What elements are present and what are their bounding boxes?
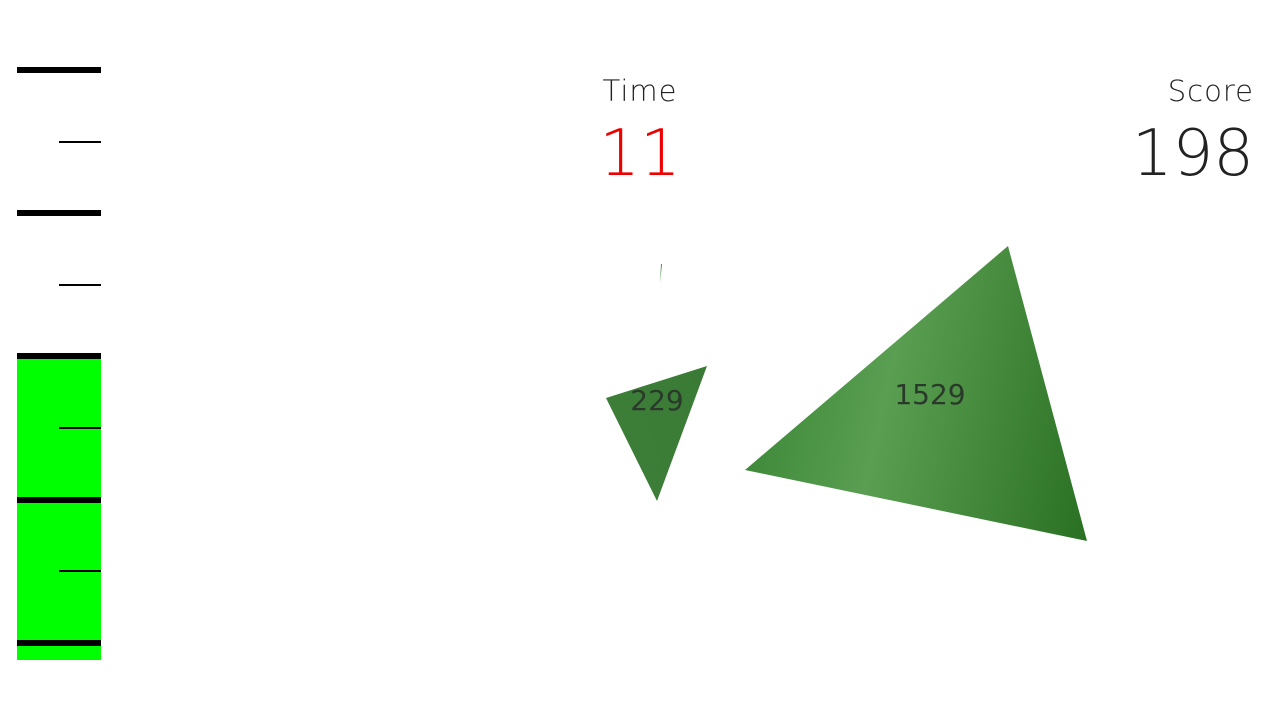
sliver[interactable] <box>660 264 662 283</box>
time-value: 11 <box>599 117 681 191</box>
gauge-tick-major <box>17 639 101 646</box>
time-label: Time <box>602 74 678 108</box>
score-label: Score <box>1167 74 1254 108</box>
fill-gauge <box>17 60 101 660</box>
gauge-tick-minor <box>59 283 101 286</box>
score-value: 198 <box>1131 117 1254 191</box>
triangle-small-label: 229 <box>630 384 683 417</box>
triangle-large-label: 1529 <box>894 378 965 411</box>
triangle-small[interactable] <box>606 366 707 501</box>
triangle-large[interactable] <box>745 246 1087 541</box>
gauge-tick-minor <box>59 140 101 143</box>
gauge-tick-minor <box>59 427 101 429</box>
gauge-tick-major <box>17 353 101 360</box>
gauge-tick-minor <box>59 570 101 573</box>
gauge-tick-major <box>17 210 101 217</box>
gauge-tick-major <box>17 496 101 503</box>
gauge-fill-level <box>17 354 101 660</box>
gauge-tick-major <box>17 67 101 73</box>
